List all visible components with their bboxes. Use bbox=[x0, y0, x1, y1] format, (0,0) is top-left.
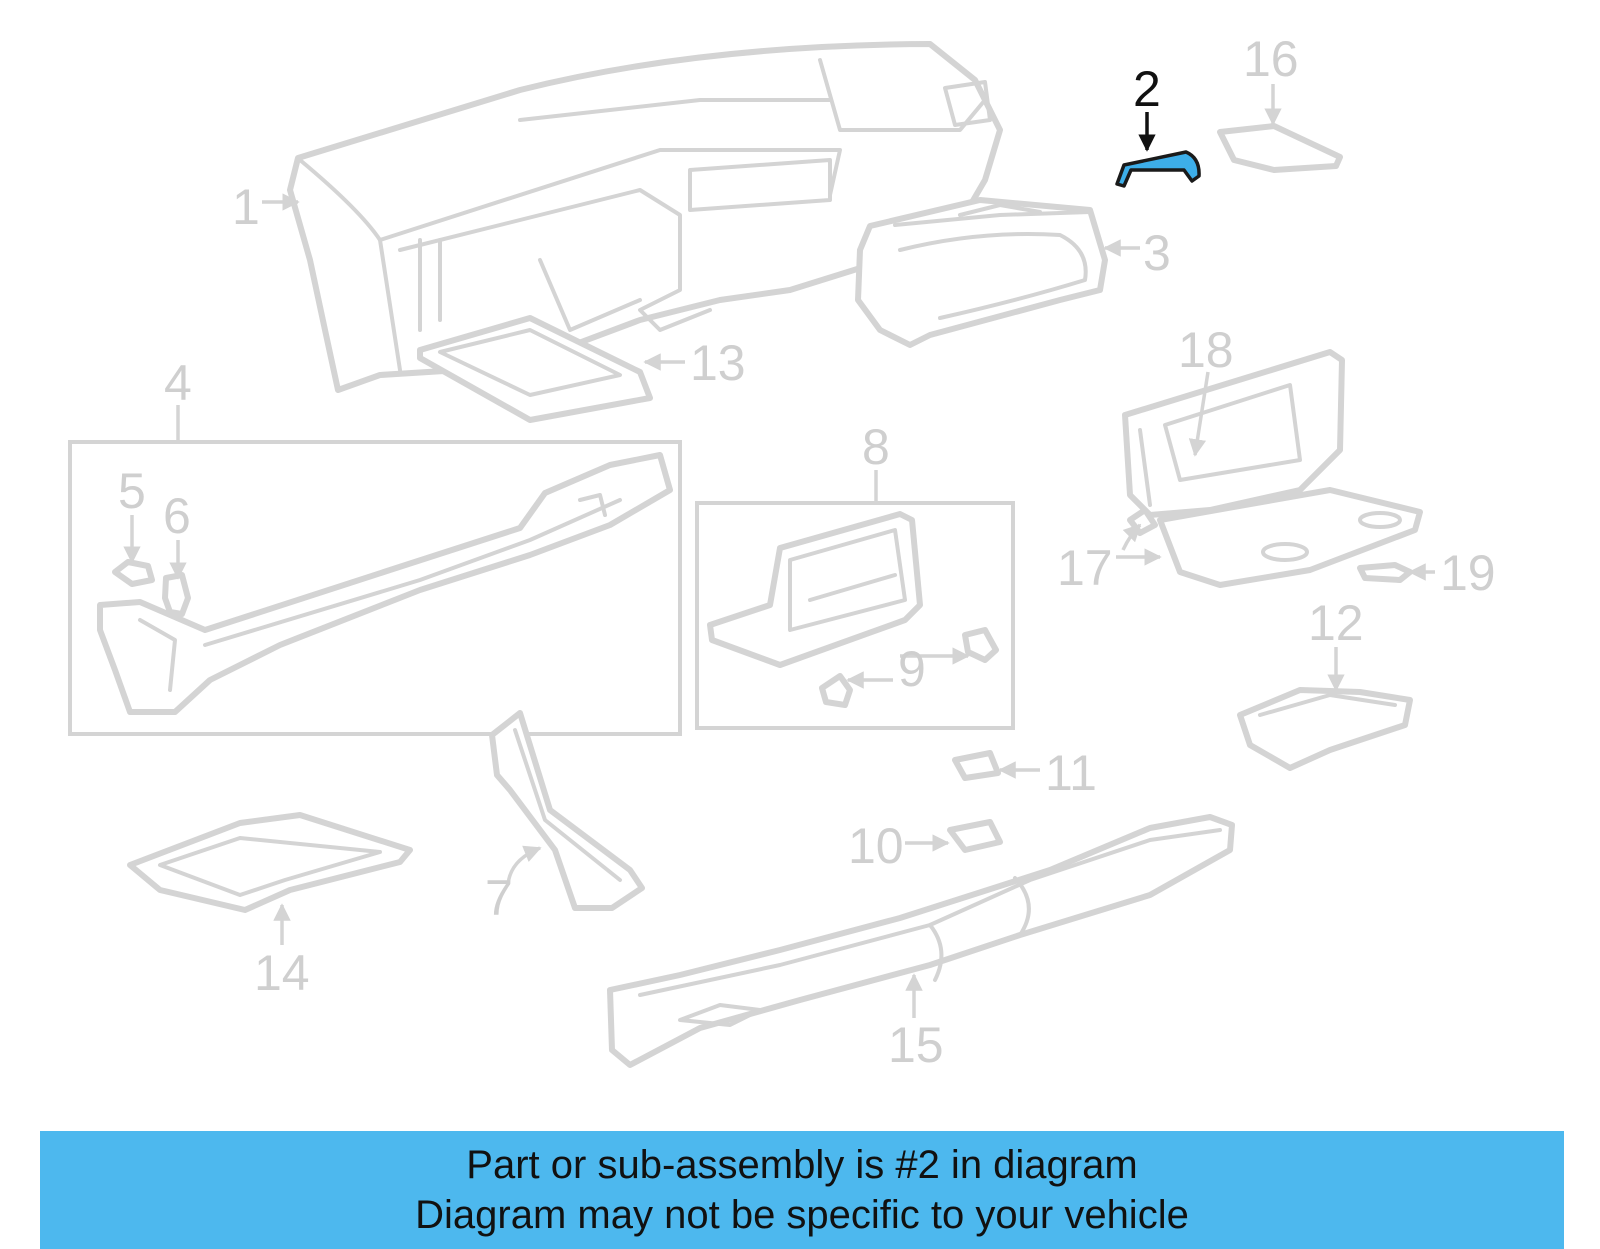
part-3-housing bbox=[855, 197, 1108, 348]
info-banner: Part or sub-assembly is #2 in diagram Di… bbox=[40, 1131, 1564, 1249]
part-glove-door bbox=[1157, 487, 1423, 588]
leader-lines bbox=[123, 84, 1435, 1018]
callout-16: 16 bbox=[1243, 31, 1299, 87]
callout-19: 19 bbox=[1440, 545, 1496, 601]
callout-17: 17 bbox=[1057, 540, 1113, 596]
callout-11: 11 bbox=[1045, 745, 1097, 801]
part-13-tray bbox=[417, 315, 653, 423]
part-7-pillar bbox=[489, 710, 645, 911]
part-16-cover bbox=[1217, 123, 1343, 173]
part-9-latch-right bbox=[962, 627, 999, 663]
callout-8: 8 bbox=[862, 419, 890, 475]
callouts: 1 2 3 4 5 6 7 8 9 10 11 12 13 14 15 16 1… bbox=[118, 31, 1496, 1073]
part-6-bracket bbox=[162, 572, 191, 617]
callout-9: 9 bbox=[898, 641, 926, 697]
part-4-beam bbox=[97, 452, 673, 715]
callout-4: 4 bbox=[164, 355, 192, 411]
callout-12: 12 bbox=[1308, 595, 1364, 651]
callout-13: 13 bbox=[690, 335, 746, 391]
callout-5: 5 bbox=[118, 463, 146, 519]
banner-line-disclaimer: Diagram may not be specific to your vehi… bbox=[415, 1193, 1189, 1237]
part-4-frame bbox=[68, 440, 682, 736]
callout-15: 15 bbox=[888, 1017, 944, 1073]
callout-7: 7 bbox=[485, 870, 513, 926]
part-19-bolt bbox=[1357, 562, 1413, 583]
part-11-switch bbox=[952, 750, 1001, 781]
callout-18: 18 bbox=[1178, 322, 1234, 378]
callout-1: 1 bbox=[232, 179, 260, 235]
part-8-glove-box bbox=[707, 511, 923, 668]
part-5-clip bbox=[112, 559, 155, 587]
callout-10: 10 bbox=[848, 818, 904, 874]
callout-6: 6 bbox=[163, 488, 191, 544]
callout-3: 3 bbox=[1143, 225, 1171, 281]
part-9-latch-left bbox=[819, 673, 853, 708]
callout-14: 14 bbox=[254, 945, 310, 1001]
part-8-frame bbox=[695, 501, 1015, 730]
part-18-glove-box-assembly bbox=[1122, 349, 1345, 518]
part-14-plate bbox=[127, 812, 413, 913]
part-12-tray bbox=[1237, 687, 1413, 771]
part-2-highlighted bbox=[1115, 150, 1201, 188]
banner-line-part: Part or sub-assembly is #2 in diagram bbox=[466, 1143, 1138, 1187]
part-10-switch bbox=[947, 819, 1003, 853]
callout-2: 2 bbox=[1133, 61, 1161, 117]
part-15-console bbox=[607, 814, 1235, 1068]
